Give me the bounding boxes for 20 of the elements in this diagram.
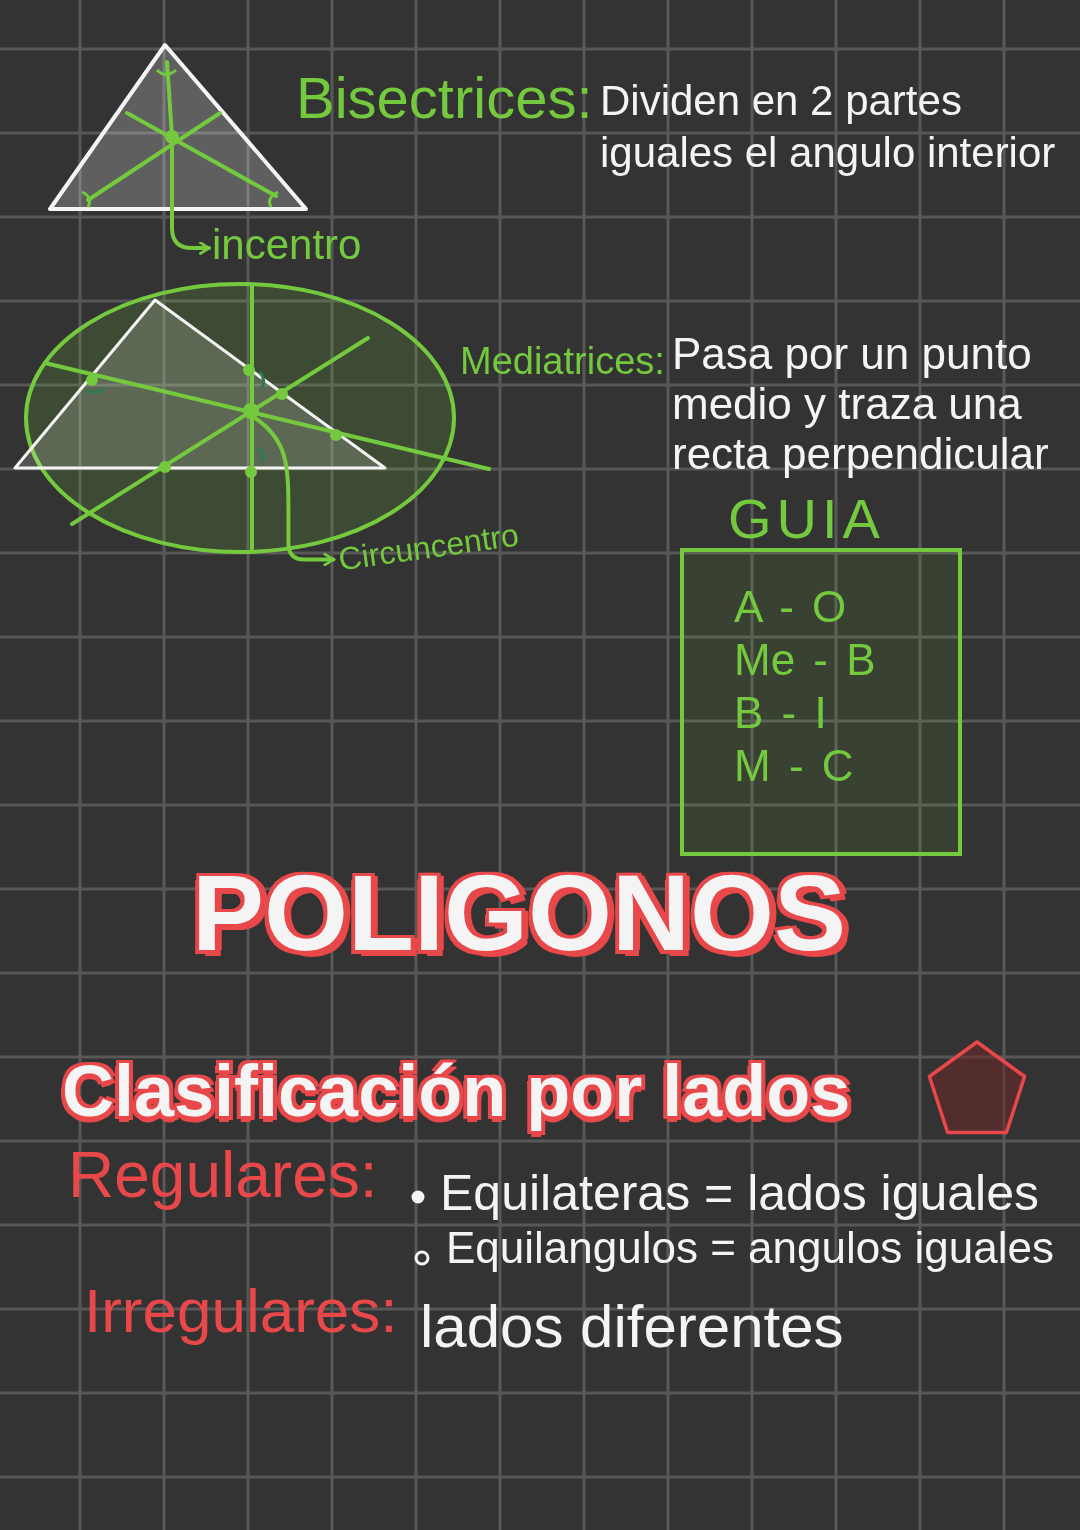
panel-heading: GUIA bbox=[728, 490, 885, 548]
category-label: Regulares: bbox=[68, 1140, 378, 1211]
guide-entry: B - I bbox=[734, 688, 827, 738]
page-title: POLIGONOS bbox=[192, 854, 847, 973]
leader-arrow bbox=[253, 416, 336, 567]
point-marker bbox=[165, 130, 179, 144]
term-heading: Bisectrices: bbox=[296, 66, 593, 130]
description-text: lados diferentes bbox=[420, 1294, 844, 1360]
guide-entry: A - O bbox=[734, 582, 847, 632]
list-item-text: Equilateras = lados iguales bbox=[440, 1166, 1039, 1221]
term-heading: Mediatrices: bbox=[460, 341, 665, 383]
guide-entry: M - C bbox=[734, 741, 854, 791]
guide-entry: Me - B bbox=[734, 635, 876, 685]
category-label: Irregulares: bbox=[84, 1277, 398, 1346]
callout-text: incentro bbox=[212, 222, 362, 269]
callout-text: Circuncentro bbox=[336, 517, 521, 578]
definition-text: Dividen en 2 partes iguales el angulo interior bbox=[600, 76, 1057, 178]
list-item-text: Equilangulos = angulos iguales bbox=[446, 1224, 1054, 1273]
definition-text: Pasa por un punto medio y traza una recta perpendicular bbox=[672, 329, 1050, 479]
point-marker bbox=[243, 403, 259, 419]
